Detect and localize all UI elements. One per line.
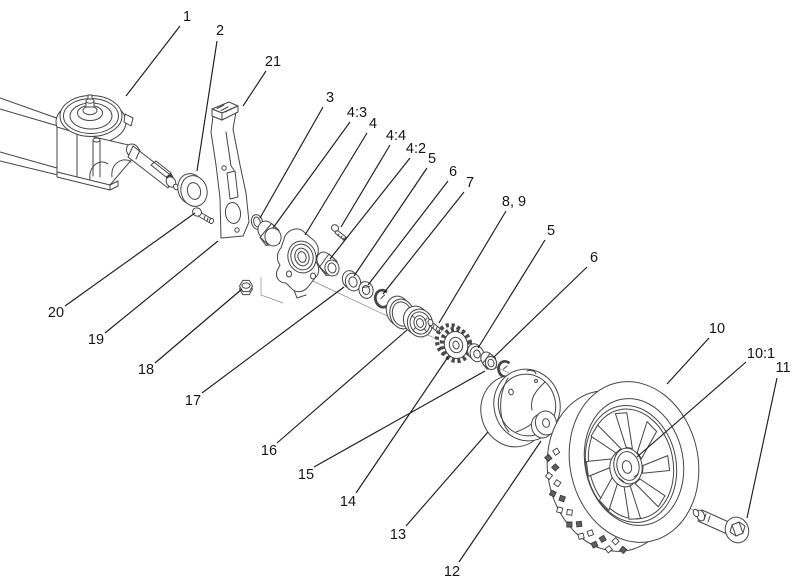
callout-label-5: 5	[547, 223, 555, 239]
leader-line-2	[196, 40, 218, 172]
axle-bolt	[692, 508, 750, 544]
tread-block	[548, 489, 557, 498]
tread-block	[604, 545, 613, 554]
leader-line-5	[353, 167, 428, 277]
tread-block	[566, 521, 573, 528]
leader-line-19	[104, 240, 219, 334]
gearbox-assembly	[0, 94, 180, 191]
leader-line-1	[125, 25, 181, 97]
wheel	[544, 381, 700, 555]
wheel-hub	[609, 447, 643, 488]
wheel-spoke	[614, 412, 633, 450]
callout-label-6: 6	[590, 250, 598, 266]
leader-line-15	[313, 370, 486, 468]
callout-label-4:2: 4:2	[406, 141, 426, 157]
callout-label-7: 7	[466, 175, 474, 191]
leader-line-7	[382, 191, 465, 295]
leader-line-14	[355, 356, 449, 494]
wheel-spoke	[590, 424, 622, 454]
callout-label-15: 15	[298, 467, 314, 483]
callout-label-4:4: 4:4	[386, 128, 406, 144]
callout-label-16: 16	[261, 443, 277, 459]
case-bolt	[330, 224, 347, 241]
wheel-spoke	[636, 421, 658, 460]
leader-line-6	[367, 180, 449, 286]
e-ring	[374, 288, 389, 309]
callout-label-19: 19	[88, 332, 104, 348]
thrust-washer	[341, 270, 362, 292]
callout-label-10:1: 10:1	[747, 346, 775, 362]
leader-line-16	[276, 329, 408, 444]
wheel-spoke	[642, 455, 671, 474]
leader-line-21	[242, 70, 267, 107]
callout-label-20: 20	[48, 305, 64, 321]
leader-line-11	[746, 377, 778, 519]
tread-block	[618, 545, 628, 555]
gear-case	[276, 228, 340, 299]
pinion-gear	[434, 323, 473, 364]
callout-label-13: 13	[390, 527, 406, 543]
leader-line-8, 9	[438, 210, 507, 324]
callout-label-11: 11	[775, 360, 790, 376]
callout-label-1: 1	[183, 9, 191, 25]
leader-line-10	[666, 337, 710, 385]
callout-label-5: 5	[428, 151, 436, 167]
leader-line-18	[154, 288, 243, 364]
leader-line-4:4	[340, 144, 391, 228]
leader-line-20	[64, 212, 196, 307]
callout-label-10: 10	[709, 321, 725, 337]
callout-label-4:3: 4:3	[347, 105, 367, 121]
leader-line-12	[458, 440, 542, 563]
shaft-washer	[177, 173, 208, 207]
tread-block	[556, 506, 564, 514]
tread-block	[586, 529, 595, 537]
callout-label-14: 14	[340, 494, 356, 510]
tread-block	[544, 471, 554, 481]
gear-cover	[480, 368, 561, 448]
tread-block	[544, 453, 553, 463]
leader-line-4:2	[329, 157, 411, 260]
tread-block	[577, 532, 585, 540]
callout-label-18: 18	[138, 362, 154, 378]
callout-label-12: 12	[444, 564, 460, 580]
tread-block	[566, 509, 573, 516]
tread-block	[575, 520, 583, 528]
callout-label-8, 9: 8, 9	[502, 194, 526, 210]
tire-tread-pattern	[544, 447, 628, 555]
leader-line-4:3	[272, 121, 351, 229]
flat-washer	[358, 281, 374, 299]
shoulder-bolt	[192, 207, 215, 225]
callout-label-17: 17	[185, 393, 201, 409]
tread-block	[552, 447, 561, 456]
callout-label-2: 2	[216, 23, 224, 39]
wheel-spoke	[634, 478, 666, 508]
tread-block	[553, 479, 562, 488]
tread-block	[551, 463, 560, 472]
spacer-bushing	[257, 220, 282, 247]
mount-plate-edge	[260, 277, 284, 304]
adjuster-bracket	[210, 101, 250, 239]
leader-line-13	[405, 431, 489, 527]
leader-line-10:1	[636, 361, 747, 458]
ball-bearing	[402, 305, 434, 338]
leader-line-6	[493, 266, 588, 358]
wheel-spokes	[585, 412, 671, 520]
small-bushing	[480, 351, 498, 371]
lock-nut	[239, 279, 253, 296]
leader-line-4	[304, 132, 368, 236]
leader-line-3	[259, 106, 324, 219]
tread-block	[611, 537, 620, 546]
callout-label-4: 4	[369, 116, 377, 132]
tread-block	[590, 540, 599, 549]
callout-label-21: 21	[265, 54, 281, 70]
leader-line-5	[477, 239, 546, 349]
callout-label-3: 3	[326, 90, 334, 106]
tread-block	[558, 494, 566, 503]
tread-block	[598, 534, 607, 544]
leader-line-17	[201, 286, 345, 394]
callout-label-6: 6	[449, 164, 457, 180]
